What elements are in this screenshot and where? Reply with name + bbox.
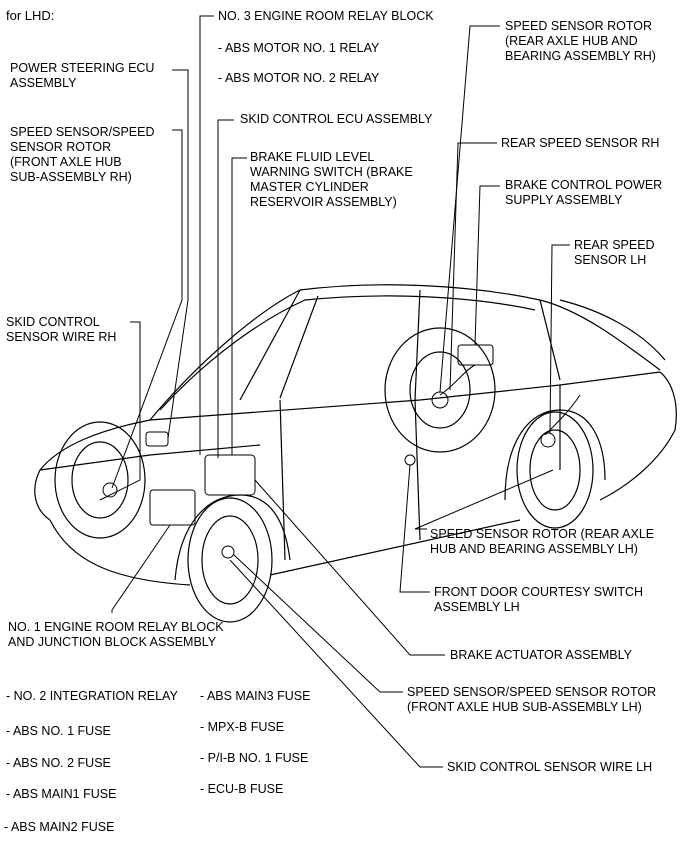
fuse-item: - MPX-B FUSE — [200, 720, 285, 734]
label-abs-motor-1: - ABS MOTOR NO. 1 RELAY — [218, 41, 380, 55]
brake-actuator-box — [204, 454, 256, 496]
fuse-item: - ABS MAIN1 FUSE — [6, 787, 117, 801]
front-lh-sensor — [221, 545, 235, 559]
page-title: for LHD: — [6, 8, 55, 23]
power-steering-ecu — [145, 431, 169, 447]
label-speed-sensor-front-lh: SPEED SENSOR/SPEED SENSOR ROTOR (FRONT A… — [407, 685, 657, 714]
label-speed-sensor-front-rh: SPEED SENSOR/SPEED SENSOR ROTOR (FRONT A… — [10, 125, 155, 184]
label-relay-block-1: NO. 1 ENGINE ROOM RELAY BLOCK AND JUNCTI… — [8, 620, 224, 649]
fuse-item: - ABS NO. 2 FUSE — [6, 756, 111, 770]
leader-lines — [99, 15, 570, 768]
door-switch — [404, 454, 416, 466]
label-rotor-rear-rh: SPEED SENSOR ROTOR (REAR AXLE HUB AND BE… — [505, 19, 656, 63]
label-brake-power: BRAKE CONTROL POWER SUPPLY ASSEMBLY — [505, 178, 663, 207]
label-skid-wire-rh: SKID CONTROL SENSOR WIRE RH — [6, 315, 117, 344]
relay-block-1-box — [149, 489, 196, 526]
label-relay-block-3: NO. 3 ENGINE ROOM RELAY BLOCK — [218, 9, 434, 23]
rear-rh-wire — [439, 364, 476, 396]
rear-lh-sensor — [540, 432, 556, 448]
label-brake-actuator: BRAKE ACTUATOR ASSEMBLY — [450, 648, 633, 662]
brake-power-box — [457, 344, 494, 366]
label-power-steering: POWER STEERING ECU ASSEMBLY — [10, 61, 155, 90]
label-rear-speed-lh: REAR SPEED SENSOR LH — [574, 238, 655, 267]
fuse-item: - ABS NO. 1 FUSE — [6, 724, 111, 738]
label-rear-speed-rh: REAR SPEED SENSOR RH — [501, 136, 660, 150]
label-abs-motor-2: - ABS MOTOR NO. 2 RELAY — [218, 71, 380, 85]
label-skid-wire-lh: SKID CONTROL SENSOR WIRE LH — [447, 760, 653, 774]
label-door-switch: FRONT DOOR COURTESY SWITCH ASSEMBLY LH — [434, 585, 644, 614]
label-rotor-rear-lh: SPEED SENSOR ROTOR (REAR AXLE HUB AND BE… — [430, 527, 655, 556]
car-body-outline — [34, 284, 677, 623]
fuse-item: - ABS MAIN2 FUSE — [4, 820, 115, 834]
fuse-item: - ABS MAIN3 FUSE — [200, 689, 311, 703]
rear-wire — [544, 394, 581, 436]
front-rh-sensor — [102, 482, 118, 498]
label-skid-control-ecu: SKID CONTROL ECU ASSEMBLY — [240, 112, 433, 126]
label-brake-fluid: BRAKE FLUID LEVEL WARNING SWITCH (BRAKE … — [250, 150, 413, 209]
fuse-item: - NO. 2 INTEGRATION RELAY — [6, 689, 178, 703]
fuse-item: - P/I-B NO. 1 FUSE — [200, 751, 309, 765]
fuse-item: - ECU-B FUSE — [200, 782, 284, 796]
